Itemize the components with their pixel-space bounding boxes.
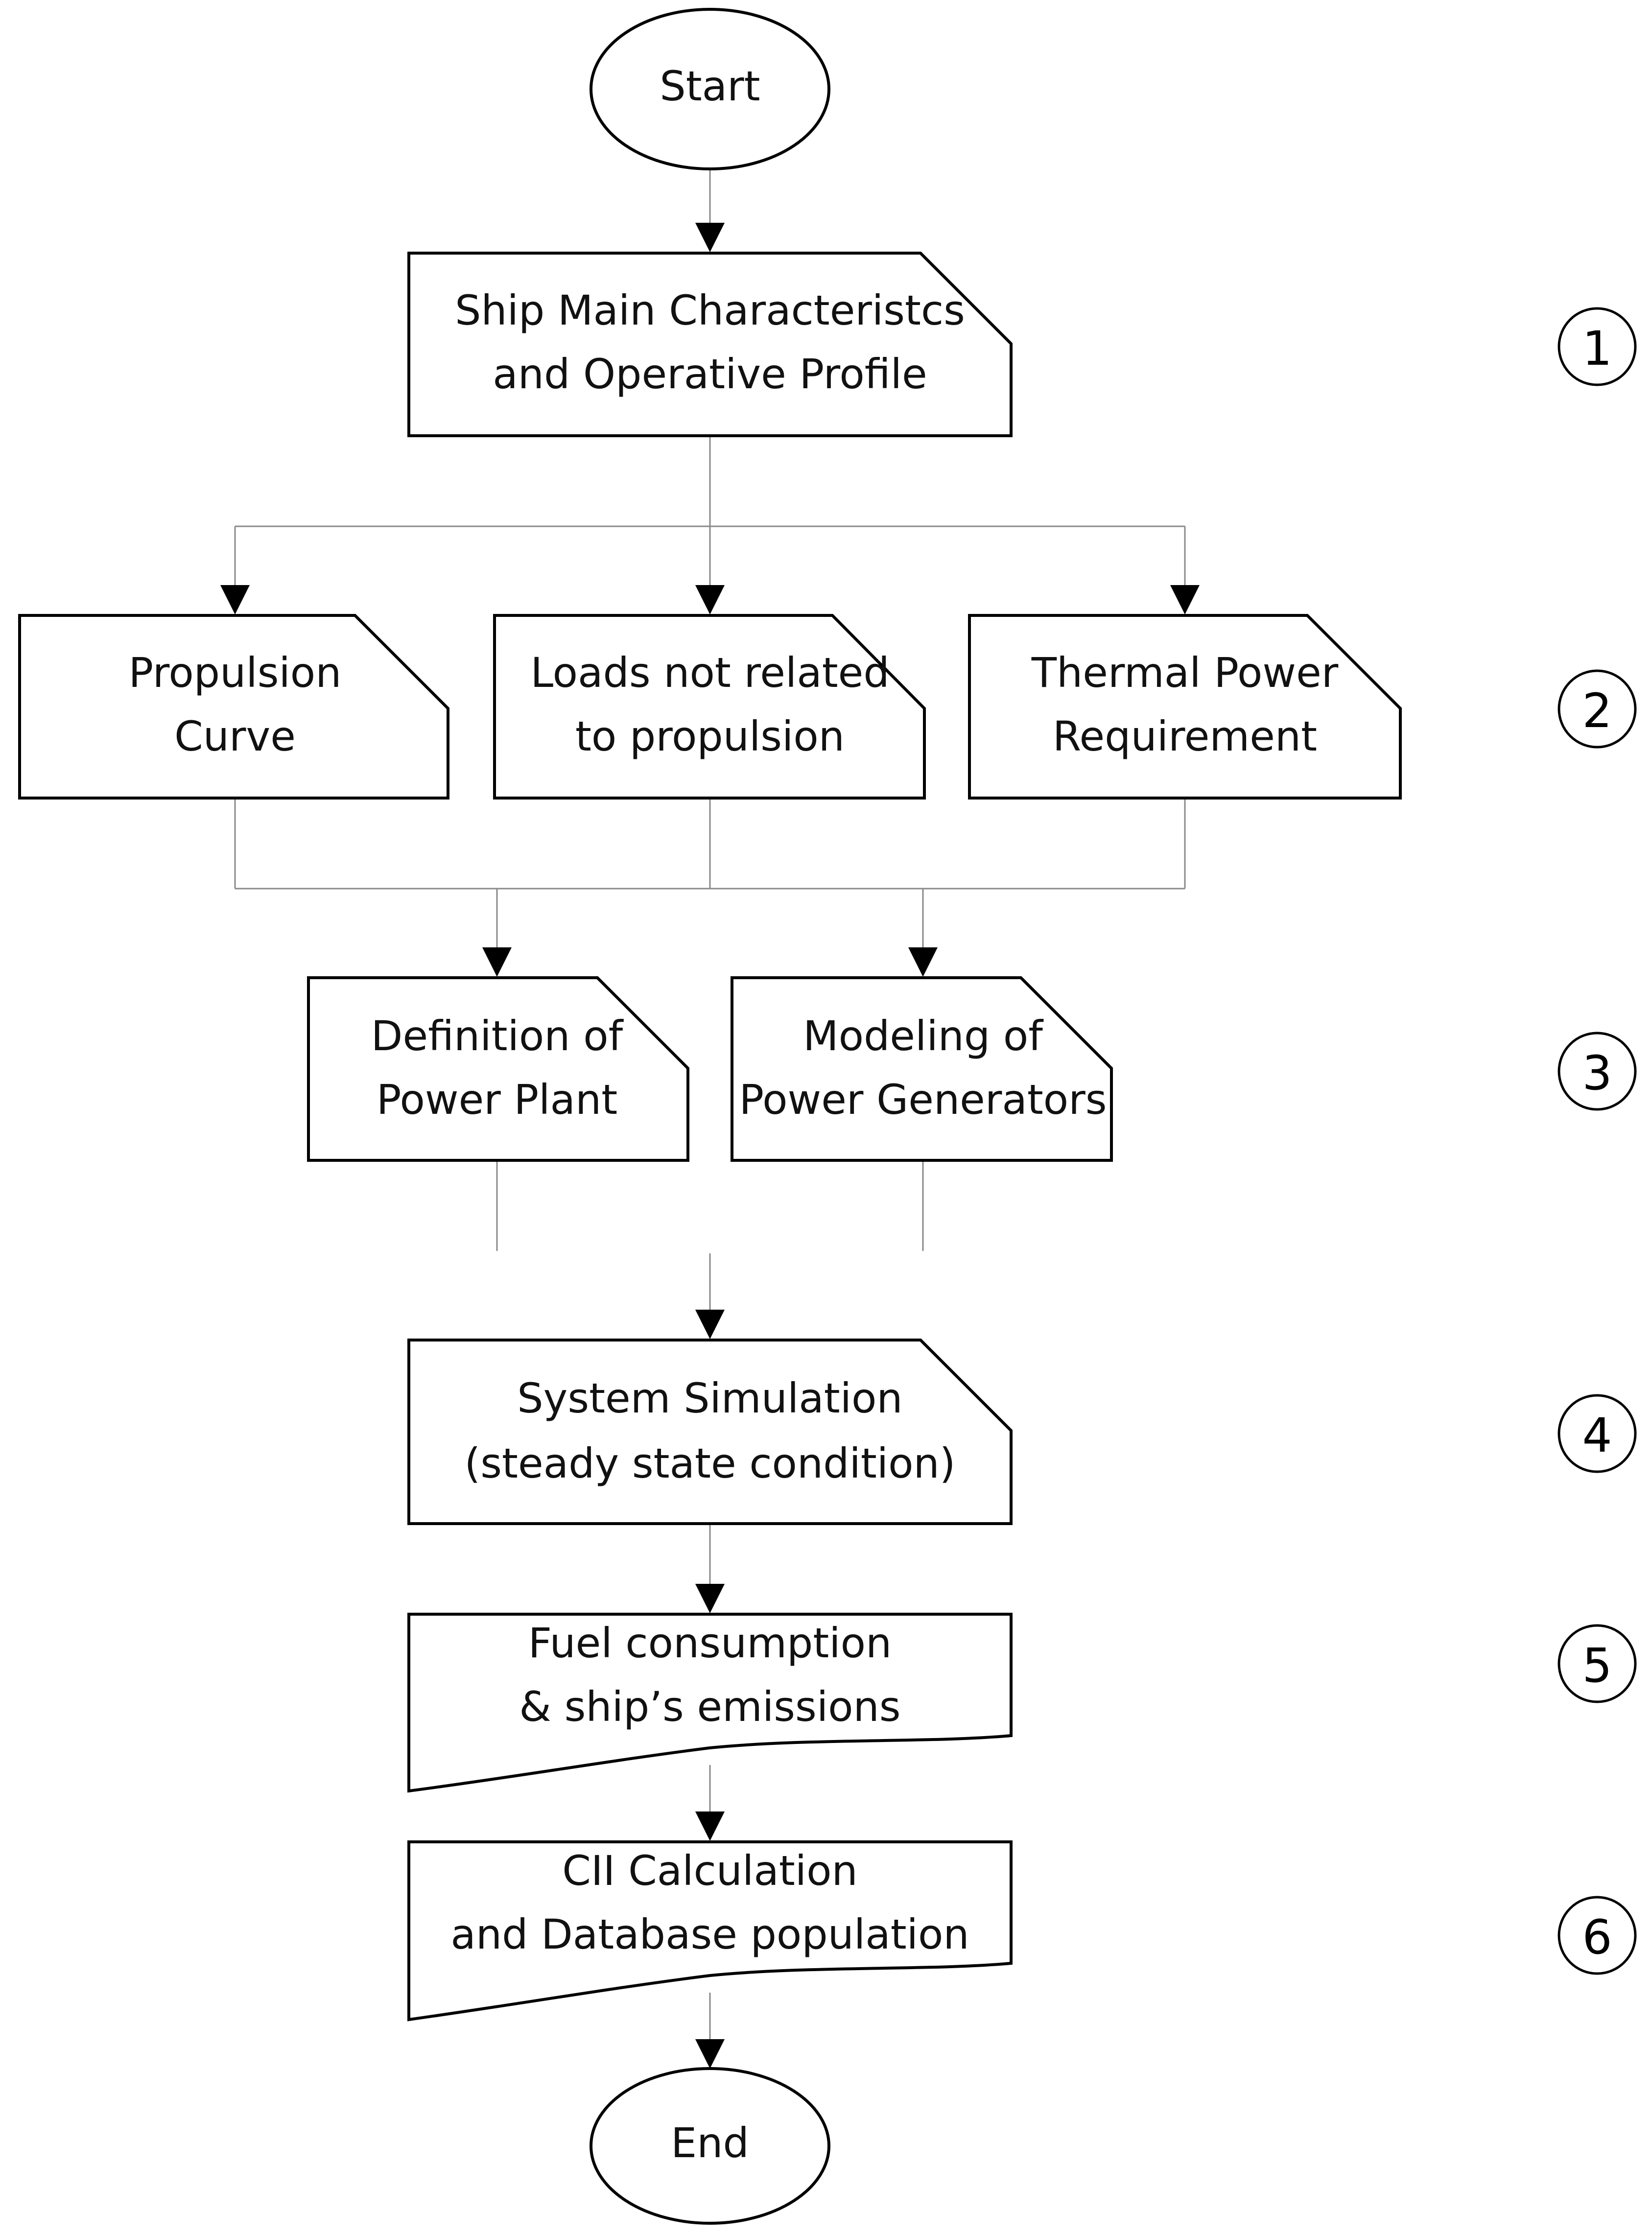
propulsion-curve-box: Propulsion Curve: [18, 614, 449, 800]
arrow-head: [695, 1584, 725, 1613]
step-marker-1: 1: [1558, 307, 1637, 386]
arrow-head: [695, 223, 725, 252]
modeling-power-generators-line1: Modeling of: [803, 1012, 1044, 1060]
step-number: 3: [1582, 1046, 1612, 1101]
arrow-head: [695, 585, 725, 614]
thermal-power-line2: Requirement: [1053, 712, 1317, 760]
fuel-consumption-line2: & ship’s emissions: [519, 1683, 900, 1731]
cii-calculation-line1: CII Calculation: [562, 1847, 858, 1895]
system-simulation-box: System Simulation (steady state conditio…: [407, 1339, 1013, 1525]
ship-characteristics-box: Ship Main Characteristcs and Operative P…: [407, 252, 1013, 437]
system-simulation-line2: (steady state condition): [465, 1439, 956, 1487]
loads-not-related-line1: Loads not related: [530, 649, 889, 697]
step-marker-2: 2: [1558, 669, 1637, 749]
thermal-power-box: Thermal Power Requirement: [968, 614, 1402, 800]
step-number: 1: [1582, 321, 1612, 376]
fuel-consumption-line1: Fuel consumption: [528, 1619, 892, 1667]
definition-power-plant-box: Definition of Power Plant: [307, 976, 689, 1162]
definition-power-plant-line2: Power Plant: [377, 1076, 617, 1124]
loads-not-related-line2: to propulsion: [575, 712, 845, 760]
loads-not-related-box: Loads not related to propulsion: [493, 614, 926, 800]
end-label: End: [671, 2119, 749, 2167]
start-label: Start: [660, 62, 760, 110]
arrow-head: [220, 585, 250, 614]
ship-characteristics-line2: and Operative Profile: [493, 350, 927, 398]
arrow-head: [695, 2039, 725, 2069]
arrow-head: [695, 1812, 725, 1841]
step-number: 5: [1582, 1638, 1612, 1693]
step-markers: 1 2 3 4 5 6: [1558, 307, 1637, 1975]
arrow-head: [482, 947, 512, 977]
step-number: 6: [1582, 1910, 1612, 1965]
step-marker-4: 4: [1558, 1394, 1637, 1473]
ship-characteristics-line1: Ship Main Characteristcs: [455, 286, 965, 334]
propulsion-curve-line2: Curve: [174, 712, 296, 760]
end-node: End: [590, 2067, 830, 2225]
system-simulation-line1: System Simulation: [517, 1374, 902, 1422]
connectors: [220, 169, 1200, 2069]
step-marker-3: 3: [1558, 1032, 1637, 1111]
definition-power-plant-line1: Definition of: [371, 1012, 624, 1060]
cii-calculation-line2: and Database population: [450, 1910, 969, 1958]
propulsion-curve-line1: Propulsion: [129, 649, 342, 697]
modeling-power-generators-line2: Power Generators: [739, 1076, 1107, 1124]
step-number: 2: [1582, 683, 1612, 738]
step-number: 4: [1582, 1408, 1612, 1463]
thermal-power-line1: Thermal Power: [1031, 649, 1339, 697]
step-marker-6: 6: [1558, 1896, 1637, 1975]
modeling-power-generators-box: Modeling of Power Generators: [731, 976, 1113, 1162]
step-marker-5: 5: [1558, 1624, 1637, 1703]
cii-calculation-box: CII Calculation and Database population: [407, 1840, 1013, 2022]
start-node: Start: [590, 8, 830, 170]
arrow-head: [695, 1310, 725, 1339]
arrow-head: [908, 947, 938, 977]
arrow-head: [1170, 585, 1200, 614]
fuel-consumption-box: Fuel consumption & ship’s emissions: [407, 1613, 1013, 1793]
